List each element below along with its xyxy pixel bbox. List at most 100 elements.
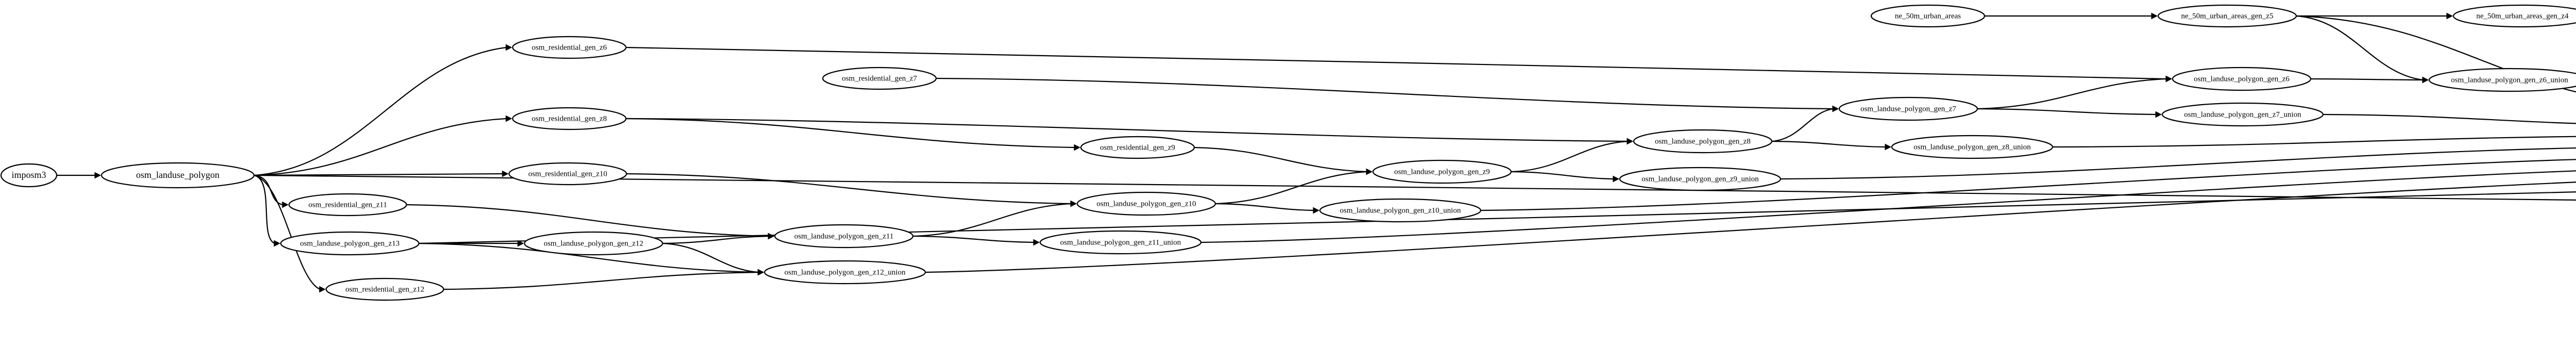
edge-arrowhead-icon — [2422, 76, 2429, 84]
graph-node[interactable]: imposm3 — [0, 163, 58, 188]
graph-node[interactable]: osm_residential_gen_z9 — [1080, 136, 1195, 159]
node-label: osm_residential_gen_z12 — [345, 285, 424, 293]
node-label: osm_landuse_polygon_gen_z8_union — [1913, 143, 2031, 151]
node-ellipse-shape — [774, 224, 914, 249]
node-label: osm_landuse_polygon — [136, 170, 219, 180]
graph-edge — [625, 118, 1075, 149]
node-ellipse-shape — [100, 162, 255, 189]
node-ellipse-shape — [1080, 136, 1195, 159]
edge-arrowhead-icon — [517, 240, 524, 247]
graph-edge — [1977, 78, 2167, 110]
graph-node[interactable]: ne_50m_urban_areas_gen_z4 — [2452, 4, 2576, 28]
graph-edge — [2296, 15, 2424, 81]
graph-node[interactable]: osm_landuse_polygon_gen_z8 — [1633, 129, 1773, 154]
graph-node[interactable]: osm_landuse_polygon_gen_z10 — [1076, 191, 1216, 216]
edge-arrowhead-icon — [505, 44, 513, 51]
edge-arrowhead-icon — [1070, 200, 1077, 207]
edge-arrowhead-icon — [1626, 138, 1634, 145]
edge-arrowhead-icon — [319, 286, 326, 293]
edge-arrowhead-icon — [1885, 143, 1892, 151]
graph-node[interactable]: osm_landuse_polygon_gen_z7 — [1838, 96, 1978, 121]
node-label: osm_residential_gen_z9 — [1100, 143, 1175, 152]
node-ellipse-shape — [508, 162, 628, 186]
graph-edge — [2323, 113, 2576, 124]
graph-node[interactable]: osm_landuse_polygon — [100, 162, 255, 189]
edge-arrowhead-icon — [768, 233, 775, 240]
node-label: osm_landuse_polygon_gen_z7 — [1860, 105, 1956, 113]
graph-node[interactable]: osm_landuse_polygon_gen_z13 — [280, 231, 420, 256]
node-label: osm_landuse_polygon_gen_z9 — [1394, 168, 1490, 176]
edge-arrowhead-icon — [2446, 12, 2453, 20]
graph-edge — [253, 46, 507, 176]
graph-node[interactable]: osm_landuse_polygon_gen_z12 — [523, 231, 664, 256]
node-label: osm_residential_gen_z8 — [532, 114, 607, 123]
edge-arrowhead-icon — [2155, 111, 2162, 118]
graph-edge — [1215, 203, 1314, 211]
edges-layer — [57, 12, 2576, 293]
node-label: imposm3 — [11, 170, 46, 180]
graph-edge — [253, 118, 507, 176]
edge-arrowhead-icon — [757, 269, 765, 276]
graph-node[interactable]: ne_50m_urban_areas_gen_z5 — [2157, 4, 2297, 28]
graph-edge — [1977, 108, 2157, 116]
node-ellipse-shape — [512, 107, 627, 130]
graph-node[interactable]: osm_residential_gen_z12 — [325, 277, 445, 301]
node-label: osm_landuse_polygon_gen_z9_union — [1641, 175, 1759, 183]
graph-node[interactable]: osm_landuse_polygon_gen_z6_union — [2428, 68, 2576, 92]
edge-arrowhead-icon — [274, 240, 281, 247]
graph-edge — [443, 271, 759, 290]
node-label: osm_landuse_polygon_gen_z7_union — [2184, 110, 2301, 119]
graph-edge — [912, 235, 1035, 243]
graph-edge — [925, 182, 2576, 273]
graph-edge — [1480, 159, 2576, 211]
graph-edge — [1771, 108, 1834, 142]
nodes-layer: imposm3 osm_landuse_polygon osm_residentia… — [0, 4, 2576, 301]
edge-arrowhead-icon — [2165, 75, 2173, 83]
graph-edge — [253, 174, 283, 206]
graph-node[interactable]: osm_landuse_polygon_gen_z11_union — [1039, 230, 1202, 255]
graph-node[interactable]: osm_landuse_polygon_gen_z9_union — [1619, 167, 1782, 191]
graph-node[interactable]: osm_landuse_polygon_gen_z10_union — [1319, 198, 1482, 223]
edge-arrowhead-icon — [502, 170, 509, 177]
node-ellipse-shape — [764, 260, 926, 285]
graph-node[interactable]: osm_residential_gen_z6 — [512, 36, 627, 59]
graph-node[interactable]: osm_landuse_polygon_gen_z6 — [2172, 67, 2312, 91]
edge-arrowhead-icon — [282, 201, 289, 208]
graph-edge — [1200, 170, 2576, 243]
edge-arrowhead-icon — [1074, 144, 1081, 151]
graph-node[interactable]: osm_landuse_polygon_gen_z8_union — [1891, 135, 2054, 159]
edge-arrowhead-icon — [505, 115, 513, 122]
graph-node[interactable]: osm_landuse_polygon_gen_z9 — [1372, 159, 1512, 184]
node-ellipse-shape — [280, 231, 420, 256]
edge-arrowhead-icon — [1033, 239, 1040, 246]
node-ellipse-shape — [1319, 198, 1482, 223]
node-ellipse-shape — [288, 193, 408, 217]
edge-arrowhead-icon — [1313, 207, 1320, 214]
node-label: osm_landuse_polygon_gen_z6_union — [2451, 76, 2568, 84]
node-label: ne_50m_urban_areas_gen_z4 — [2476, 12, 2569, 20]
node-ellipse-shape — [2452, 4, 2576, 28]
edge-arrowhead-icon — [94, 172, 101, 179]
graph-edge — [1511, 171, 1614, 180]
node-ellipse-shape — [1372, 159, 1512, 184]
node-label: osm_landuse_polygon_gen_z13 — [300, 239, 399, 248]
graph-node[interactable]: osm_landuse_polygon_gen_z12_union — [764, 260, 926, 285]
graph-node[interactable]: osm_residential_gen_z7 — [822, 67, 937, 90]
node-label: osm_residential_gen_z10 — [528, 170, 607, 178]
node-label: osm_landuse_polygon_gen_z11_union — [1060, 238, 1181, 246]
graph-node[interactable]: osm_residential_gen_z8 — [512, 107, 627, 130]
node-ellipse-shape — [0, 163, 58, 188]
graph-edge — [1194, 146, 1367, 173]
graph-edge — [2310, 78, 2424, 81]
node-ellipse-shape — [1891, 135, 2054, 159]
graph-edge — [253, 173, 503, 176]
graph-node[interactable]: ne_50m_urban_areas — [1870, 4, 1986, 28]
graph-edge — [2296, 15, 2576, 93]
node-label: osm_landuse_polygon_gen_z11 — [794, 232, 894, 240]
graph-node[interactable]: osm_residential_gen_z11 — [288, 193, 408, 217]
graph-node[interactable]: osm_residential_gen_z10 — [508, 162, 628, 186]
graph-node[interactable]: osm_landuse_polygon_gen_z7_union — [2161, 102, 2324, 127]
node-label: osm_landuse_polygon_gen_z12 — [544, 239, 643, 248]
graph-node[interactable]: osm_landuse_polygon_gen_z11 — [774, 224, 914, 249]
graph-edge — [253, 174, 2576, 201]
